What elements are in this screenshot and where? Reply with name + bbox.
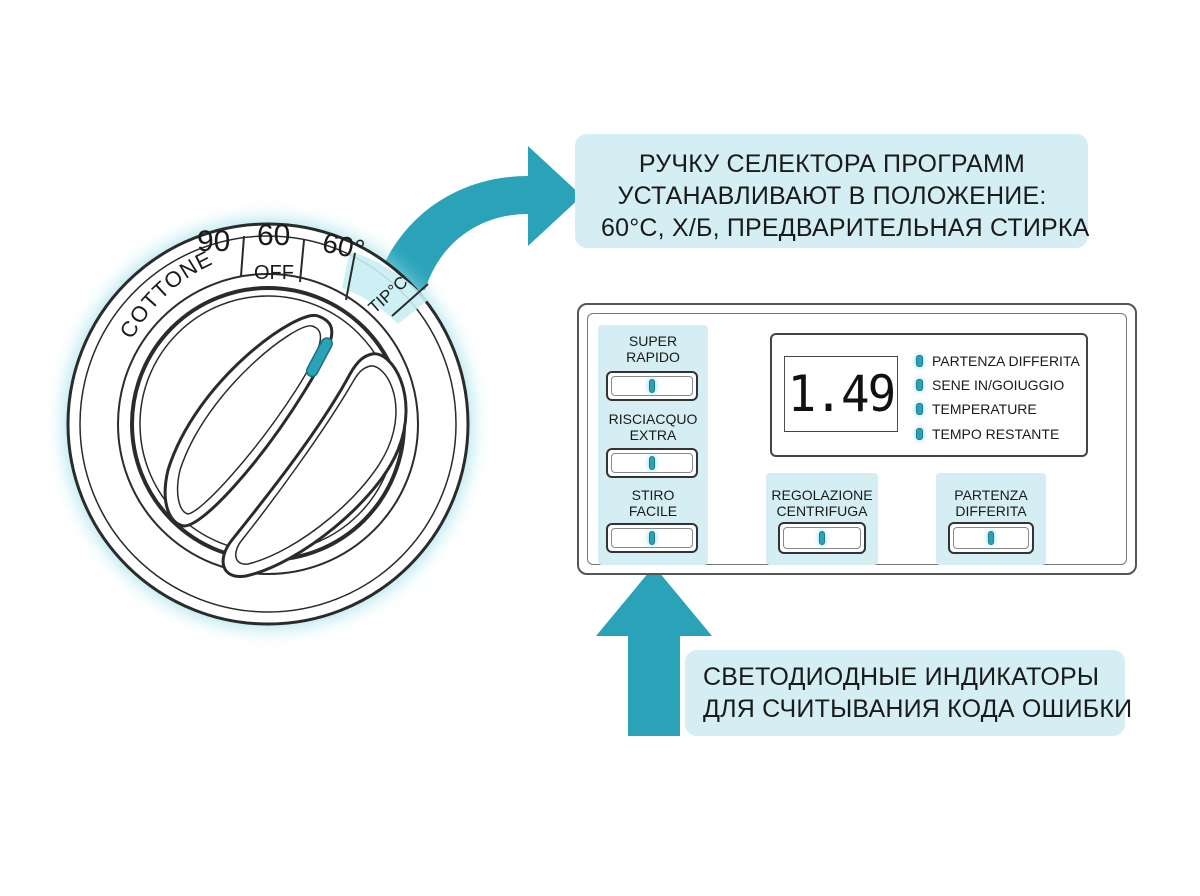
indicator-sene: SENE IN/GOIUGGIO — [912, 375, 1088, 395]
callout-program-line-2: УСТАНАВЛИВАЮТ В ПОЛОЖЕНИЕ: — [617, 182, 1047, 210]
stiro-facile-led-icon — [649, 531, 655, 545]
indicator-led-4-icon — [916, 428, 923, 440]
indicator-temperature: TEMPERATURE — [912, 399, 1088, 419]
super-rapido-led-icon — [649, 379, 655, 393]
stiro-facile-button[interactable] — [606, 523, 698, 553]
super-rapido-button[interactable] — [606, 371, 698, 401]
partenza-differita-led-icon — [988, 531, 994, 545]
selector-curved-arrow — [375, 146, 582, 290]
callout-leds-line-1: СВЕТОДИОДНЫЕ ИНДИКАТОРЫ — [703, 663, 1100, 691]
indicator-tempo-restante: TEMPO RESTANTE — [912, 424, 1088, 444]
dial-pointer-icon — [305, 337, 333, 378]
indicator-partenza-differita: PARTENZA DIFFERITA — [912, 351, 1088, 371]
risciacquo-extra-led-icon — [649, 456, 655, 470]
risciacquo-extra-button[interactable] — [606, 448, 698, 478]
indicator-led-1-icon — [916, 355, 923, 367]
regolazione-centrifuga-led-icon — [819, 531, 825, 545]
dial-label-90: 90 — [197, 225, 230, 258]
display-panel: 1.49 PARTENZA DIFFERITA SENE IN/GOIUGGIO… — [770, 333, 1088, 457]
led-indicators-callout: СВЕТОДИОДНЫЕ ИНДИКАТОРЫ ДЛЯ СЧИТЫВАНИЯ К… — [685, 650, 1132, 736]
led-up-arrow — [596, 566, 712, 736]
program-selector-dial[interactable]: COTTONE 90 60 OFF 60° TIP°C — [66, 219, 470, 626]
program-selector-callout: РУЧКУ СЕЛЕКТОРА ПРОГРАММ УСТАНАВЛИВАЮТ В… — [575, 134, 1090, 248]
indicator-led-2-icon — [916, 379, 923, 391]
dial-label-60: 60 — [257, 219, 290, 252]
digital-display: 1.49 — [784, 356, 898, 432]
callout-leds-line-2: ДЛЯ СЧИТЫВАНИЯ КОДА ОШИБКИ — [703, 695, 1133, 723]
regolazione-centrifuga-button[interactable] — [778, 522, 866, 554]
callout-program-line-3: 60°C, Х/Б, ПРЕДВАРИТЕЛЬНАЯ СТИРКА — [601, 214, 1090, 242]
callout-program-line-1: РУЧКУ СЕЛЕКТОРА ПРОГРАММ — [638, 150, 1026, 178]
partenza-differita-button[interactable] — [948, 522, 1034, 554]
indicator-led-3-icon — [916, 403, 923, 415]
dial-label-off: OFF — [254, 262, 294, 284]
